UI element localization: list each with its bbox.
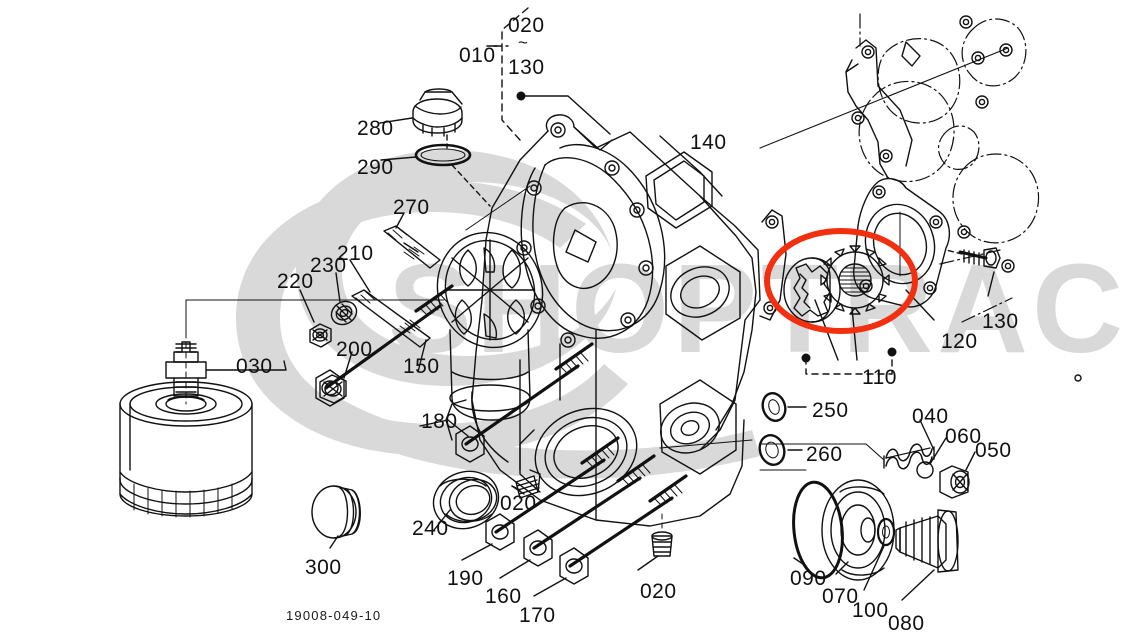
leader-160 xyxy=(499,559,531,579)
leader-280 xyxy=(379,117,413,124)
upper-right-casting xyxy=(759,39,1009,179)
leader-180-tail xyxy=(419,419,449,427)
drawing-number: 19008-049-10 xyxy=(286,608,382,623)
part-070-housing xyxy=(821,479,895,581)
part-160-bolt xyxy=(523,454,656,567)
ref-label-280: 280 xyxy=(357,117,394,140)
leader-270 xyxy=(395,212,405,229)
leader-150 xyxy=(417,339,427,373)
part-030-oil-filter xyxy=(119,331,253,518)
ref-label-070: 070 xyxy=(822,585,859,608)
part-120-pump-cover xyxy=(853,177,951,308)
leader-090 xyxy=(793,557,807,567)
ref-label-100: 100 xyxy=(852,599,889,622)
leader-110a xyxy=(851,307,858,361)
ref-label-150: 150 xyxy=(403,355,440,378)
leader-300 xyxy=(329,535,339,549)
ref-label-090: 090 xyxy=(790,567,827,590)
leader-030 xyxy=(205,360,287,371)
ref-label-020-bottom: 020 xyxy=(640,580,677,603)
ref-label-200: 200 xyxy=(336,338,373,361)
part-020c-plug xyxy=(651,513,673,557)
part-090-oring xyxy=(792,480,844,580)
gear-case-body xyxy=(445,114,761,527)
ref-label-120: 120 xyxy=(941,330,978,353)
leader-100 xyxy=(863,545,885,591)
phantom-gasket-outlines xyxy=(858,13,1040,323)
part-150-bolt xyxy=(315,284,454,407)
ref-label-250: 250 xyxy=(812,399,849,422)
ref-label-220: 220 xyxy=(277,270,314,293)
ref-label-130-right: 130 xyxy=(982,310,1019,333)
part-290-oring xyxy=(414,143,472,167)
leader-230 xyxy=(335,272,341,303)
leader-060 xyxy=(929,437,947,465)
ref-label-210: 210 xyxy=(337,242,374,265)
leader-170 xyxy=(533,577,567,597)
part-230-washer xyxy=(330,300,358,326)
ref-label-040: 040 xyxy=(912,405,949,428)
ref-label-060: 060 xyxy=(945,425,982,448)
part-280-filler-cap xyxy=(412,88,463,137)
ref-label-260: 260 xyxy=(806,443,843,466)
ref-label-180: 180 xyxy=(421,410,458,433)
ref-label-290: 290 xyxy=(357,156,394,179)
part-240-oil-seal xyxy=(432,470,500,530)
ref-label-190: 190 xyxy=(447,567,484,590)
group-dash-110 xyxy=(805,351,893,375)
part-060-steel-ball xyxy=(916,461,934,479)
filter-head-boss xyxy=(436,231,544,421)
ref-label-020-mid: 020 xyxy=(500,492,537,515)
part-270-stud-bolt xyxy=(383,225,441,269)
leader-080 xyxy=(901,569,935,601)
part-190-bolt xyxy=(485,436,620,551)
part-050-valve-seat xyxy=(939,465,970,499)
part-040-spring xyxy=(883,443,935,470)
ref-label-140: 140 xyxy=(690,131,727,154)
ref-label-300: 300 xyxy=(305,556,342,579)
ref-label-020-top: 020 xyxy=(508,14,545,37)
leader-290 xyxy=(380,156,417,161)
ref-label-110: 110 xyxy=(862,366,897,389)
leader-130b xyxy=(987,271,995,297)
ref-label-010: 010 xyxy=(459,44,496,67)
part-220-nut xyxy=(309,323,332,348)
leader-040 xyxy=(919,419,935,451)
leader-180 xyxy=(447,419,469,437)
part-250-oring xyxy=(761,392,787,422)
ref-label-170: 170 xyxy=(519,604,556,627)
part-020b-plug xyxy=(515,469,541,499)
leader-070 xyxy=(835,561,849,575)
leader-240 xyxy=(433,509,451,531)
leader-050 xyxy=(965,451,976,471)
leader-220 xyxy=(299,289,315,323)
part-110-pump-rotor-set xyxy=(783,245,890,323)
part-260-oring xyxy=(758,434,786,466)
leader-210 xyxy=(349,259,371,293)
bracket-tilde: ~ xyxy=(518,33,529,52)
ref-label-130-bracket: 130 xyxy=(508,56,545,79)
ref-label-230: 230 xyxy=(310,254,347,277)
ref-label-080: 080 xyxy=(888,612,925,635)
leader-190 xyxy=(461,543,493,561)
ref-label-050: 050 xyxy=(975,439,1012,462)
leader-020c xyxy=(637,555,659,571)
ref-label-160: 160 xyxy=(485,585,522,608)
ref-label-240: 240 xyxy=(412,517,449,540)
ref-label-030: 030 xyxy=(236,355,273,378)
red-highlight-ellipse xyxy=(764,228,918,334)
part-100-gasket xyxy=(876,517,896,547)
part-180-bolt xyxy=(455,342,594,463)
part-300-plug-cap xyxy=(311,485,361,539)
ref-label-270: 270 xyxy=(393,196,430,219)
part-080-banjo-bolt xyxy=(895,509,959,573)
part-170-bolt xyxy=(559,474,688,585)
